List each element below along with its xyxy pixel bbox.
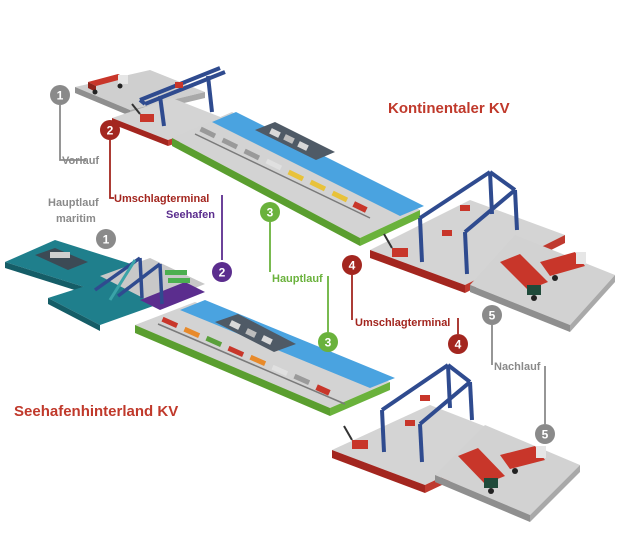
container-ship-icon <box>35 248 88 270</box>
svg-text:5: 5 <box>542 428 549 442</box>
heading-kontinental: Kontinentaler KV <box>388 100 510 117</box>
truck-icon <box>88 74 128 95</box>
step-badge-1-upper: 1 <box>50 85 70 105</box>
step-badge-4-upper: 4 <box>342 255 362 275</box>
svg-text:3: 3 <box>267 206 274 220</box>
svg-text:2: 2 <box>219 266 226 280</box>
lower-rail-waterway-platform <box>135 300 395 416</box>
container-ship-icon <box>215 314 296 352</box>
truck-icon <box>500 254 548 301</box>
truck-icon <box>500 446 546 474</box>
label-hauptlauf: Hauptlauf <box>272 273 323 285</box>
label-umschlagterminal-right: Umschlagterminal <box>355 317 450 329</box>
label-vorlauf: Vorlauf <box>62 155 99 167</box>
step-badge-5-upper: 5 <box>482 305 502 325</box>
label-hauptlauf-maritim-line2: maritim <box>56 213 96 225</box>
upper-rail-waterway-platform <box>172 112 424 246</box>
seehafen-terminal-platform <box>93 256 205 310</box>
truck-icon <box>458 448 505 494</box>
nachlauf-truck-platform-lower <box>435 425 580 522</box>
svg-text:2: 2 <box>107 124 114 138</box>
svg-text:4: 4 <box>455 338 462 352</box>
step-badge-5-lower: 5 <box>535 424 555 444</box>
svg-text:3: 3 <box>325 336 332 350</box>
connector-lines <box>59 105 546 424</box>
gantry-crane-icon <box>380 363 474 463</box>
nachlauf-truck-platform-upper <box>470 235 615 332</box>
freight-train-icon <box>157 316 346 405</box>
svg-text:1: 1 <box>57 89 64 103</box>
reach-stacker-icon <box>131 103 154 122</box>
freight-train-icon <box>194 126 371 219</box>
label-hauptlauf-maritim-line1: Hauptlauf <box>48 197 99 209</box>
step-badge-2-lower: 2 <box>212 262 232 282</box>
svg-text:1: 1 <box>103 233 110 247</box>
step-badge-4-lower: 4 <box>448 334 468 354</box>
svg-text:4: 4 <box>349 259 356 273</box>
truck-icon <box>540 252 586 281</box>
step-badge-3-upper: 3 <box>260 202 280 222</box>
reach-stacker-icon <box>343 425 368 449</box>
gantry-crane-icon <box>418 170 519 275</box>
container-ship-icon <box>255 122 335 160</box>
step-badge-1-lower: 1 <box>96 229 116 249</box>
label-nachlauf: Nachlauf <box>494 361 541 373</box>
step-badge-3-lower: 3 <box>318 332 338 352</box>
label-seehafen: Seehafen <box>166 209 215 221</box>
svg-text:5: 5 <box>489 309 496 323</box>
heading-seehafenhinterland: Seehafenhinterland KV <box>14 403 178 420</box>
reach-stacker-icon <box>383 233 408 257</box>
step-badge-2-upper: 2 <box>100 120 120 140</box>
label-umschlagterminal-upper: Umschlagterminal <box>114 193 209 205</box>
